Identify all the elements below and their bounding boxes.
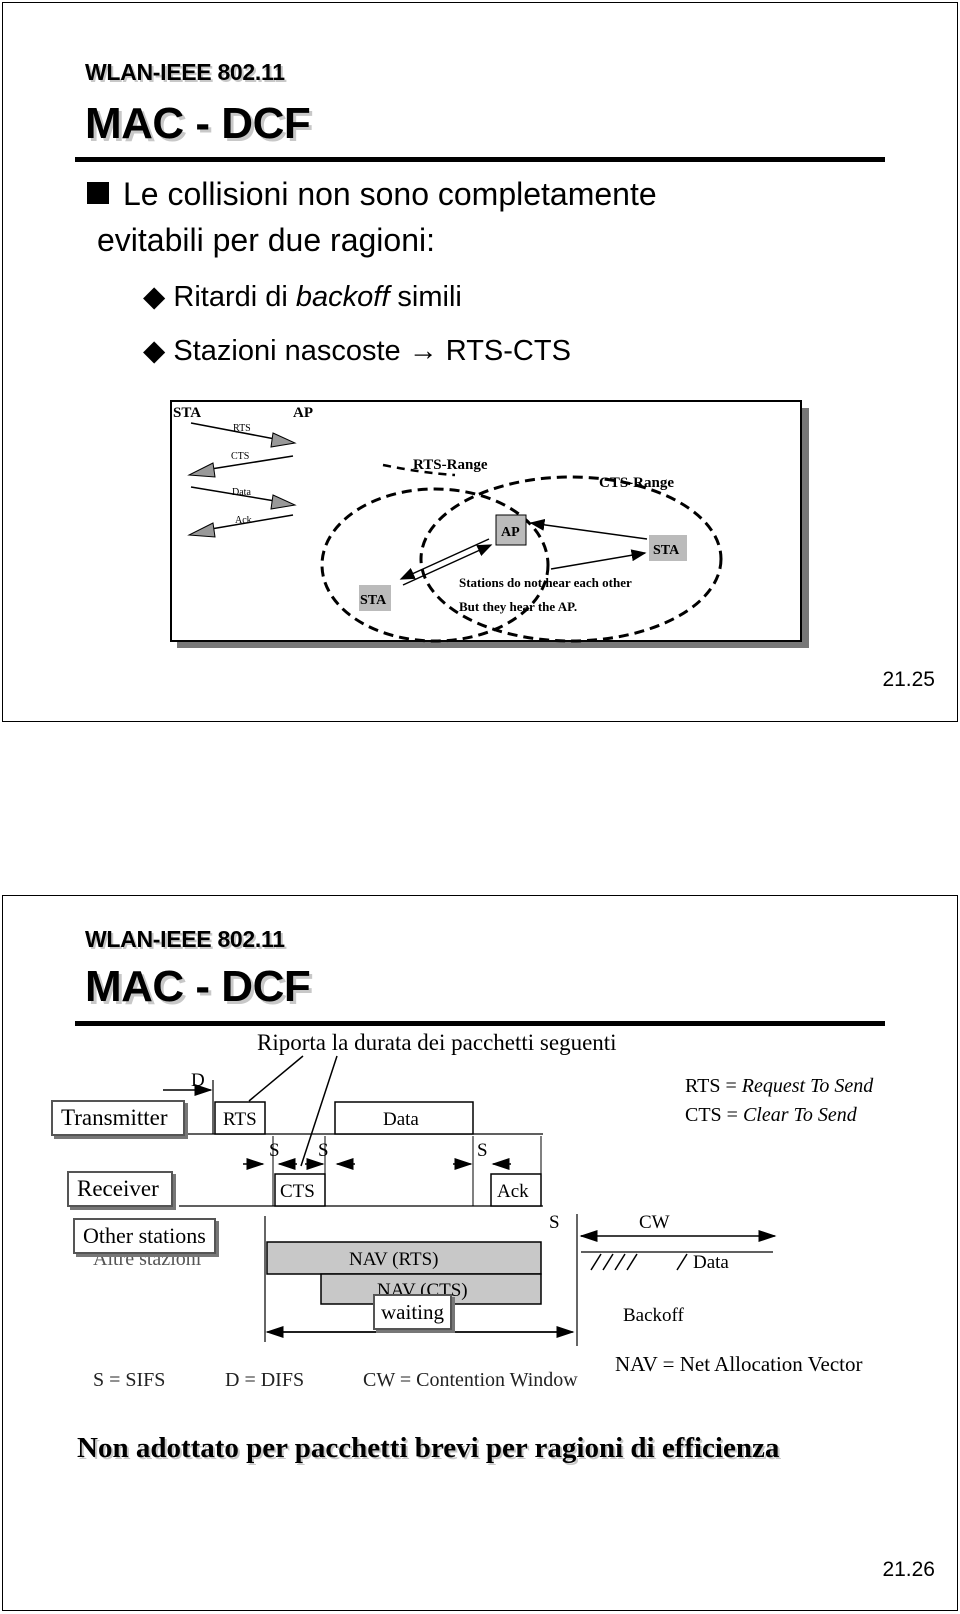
rts-range-pointer bbox=[382, 463, 456, 477]
nav-rts-label: NAV (RTS) bbox=[349, 1249, 438, 1270]
sta-right-label: STA bbox=[653, 543, 680, 558]
cts-frame bbox=[274, 1173, 326, 1207]
sifs-label-2: S bbox=[318, 1140, 329, 1161]
backoff-label: Backoff bbox=[623, 1305, 685, 1326]
cts-range-label: CTS-Range bbox=[599, 475, 674, 491]
data-frame bbox=[334, 1101, 474, 1135]
ack-arrowhead bbox=[187, 522, 216, 538]
nav-rts-bar bbox=[266, 1241, 542, 1275]
main-bullet: Le collisioni non sono completamente evi… bbox=[87, 171, 657, 263]
rts-arrow-line bbox=[190, 422, 276, 440]
legend-sifs: S = SIFS bbox=[93, 1369, 165, 1391]
right-arrow-icon: → bbox=[408, 335, 438, 367]
footer-note: Non adottato per pacchetti brevi per rag… bbox=[77, 1432, 780, 1464]
ap-to-sta-left-arrow bbox=[399, 538, 490, 580]
sifs-label-4: S bbox=[549, 1212, 560, 1233]
legend-nav: NAV = Net Allocation Vector bbox=[615, 1352, 863, 1376]
slide-21-25: WLAN-IEEE 802.11 MAC - DCF Le collisioni… bbox=[2, 2, 958, 722]
callout-caption: Riporta la durata dei pacchetti seguenti bbox=[257, 1030, 617, 1055]
title-rule bbox=[75, 157, 885, 162]
sta-right-to-ap-arrow bbox=[529, 518, 648, 540]
sta-left-to-ap-arrow bbox=[402, 544, 493, 586]
cw-label: CW bbox=[639, 1212, 670, 1233]
sifs-label-1: S bbox=[269, 1140, 280, 1161]
ack-arrow-line bbox=[210, 514, 294, 530]
page-number: 21.26 bbox=[882, 1558, 935, 1581]
ap-node bbox=[495, 514, 527, 546]
rts-range-label: RTS-Range bbox=[413, 457, 488, 473]
ap-node-label: AP bbox=[501, 525, 520, 540]
hidden-station-diagram: STA AP RTS CTS Data Ack RTS-Range CTS-Ra… bbox=[170, 400, 809, 648]
cts-arrow-line bbox=[210, 455, 294, 470]
page-number: 21.25 bbox=[882, 668, 935, 691]
other-stations-box: Other stations bbox=[73, 1218, 216, 1254]
sub-bullet-hidden-stations: ◆ Stazioni nascoste → RTS-CTS bbox=[143, 335, 571, 367]
ack-frame-label: Ack bbox=[497, 1181, 529, 1202]
square-bullet-icon bbox=[87, 182, 109, 204]
callout-line-rts bbox=[248, 1055, 304, 1102]
title-rule bbox=[75, 1021, 885, 1026]
ap-to-sta-right-arrow bbox=[550, 549, 647, 570]
callout-line-cts bbox=[300, 1055, 338, 1167]
transmitter-box: Transmitter bbox=[51, 1100, 185, 1136]
legend-cw: CW = Contention Window bbox=[363, 1369, 578, 1391]
rts-cts-legend: RTS = Request To Send CTS = Clear To Sen… bbox=[685, 1075, 874, 1126]
rts-arrowhead bbox=[270, 432, 297, 448]
data-arrow-line bbox=[190, 486, 276, 502]
rts-seq-label: RTS bbox=[233, 423, 251, 434]
receiver-box: Receiver bbox=[67, 1171, 173, 1207]
rts-frame bbox=[214, 1101, 266, 1135]
note-line-2: But they hear the AP. bbox=[459, 599, 577, 614]
data-after-label: Data bbox=[693, 1252, 729, 1273]
slide-title: MAC - DCF bbox=[85, 962, 311, 1011]
waiting-box: waiting bbox=[373, 1294, 452, 1330]
backoff-hatch bbox=[590, 1253, 688, 1271]
sta-left-label: STA bbox=[360, 593, 387, 608]
slide-subtitle: WLAN-IEEE 802.11 bbox=[85, 926, 285, 952]
rts-range-ellipse bbox=[320, 487, 550, 643]
cts-range-ellipse bbox=[419, 475, 723, 643]
cts-seq-label: CTS bbox=[231, 451, 249, 462]
data-arrowhead bbox=[270, 494, 297, 510]
sub-bullet-backoff: ◆ Ritardi di backoff simili bbox=[143, 281, 462, 313]
ack-frame bbox=[490, 1173, 542, 1207]
rts-frame-label: RTS bbox=[223, 1109, 257, 1130]
data-seq-label: Data bbox=[232, 487, 251, 498]
diamond-bullet-icon: ◆ bbox=[143, 281, 166, 313]
ap-top-label: AP bbox=[293, 405, 313, 421]
diamond-bullet-icon: ◆ bbox=[143, 335, 166, 367]
slide-subtitle: WLAN-IEEE 802.11 bbox=[85, 59, 285, 85]
cts-frame-label: CTS bbox=[280, 1181, 315, 1202]
slide-title: MAC - DCF bbox=[85, 99, 311, 148]
difs-label: D bbox=[191, 1070, 205, 1091]
sta-left-node bbox=[359, 585, 391, 611]
cts-arrowhead bbox=[187, 462, 216, 478]
sta-right-node bbox=[649, 535, 687, 561]
sta-top-label: STA bbox=[173, 405, 201, 421]
data-frame-label: Data bbox=[383, 1109, 419, 1130]
slide-21-26: WLAN-IEEE 802.11 MAC - DCF D RTS Data S … bbox=[2, 895, 958, 1611]
ack-seq-label: Ack bbox=[235, 515, 252, 526]
note-line-1: Stations do not hear each other bbox=[459, 575, 632, 590]
legend-difs: D = DIFS bbox=[225, 1369, 304, 1391]
sifs-label-3: S bbox=[477, 1140, 488, 1161]
